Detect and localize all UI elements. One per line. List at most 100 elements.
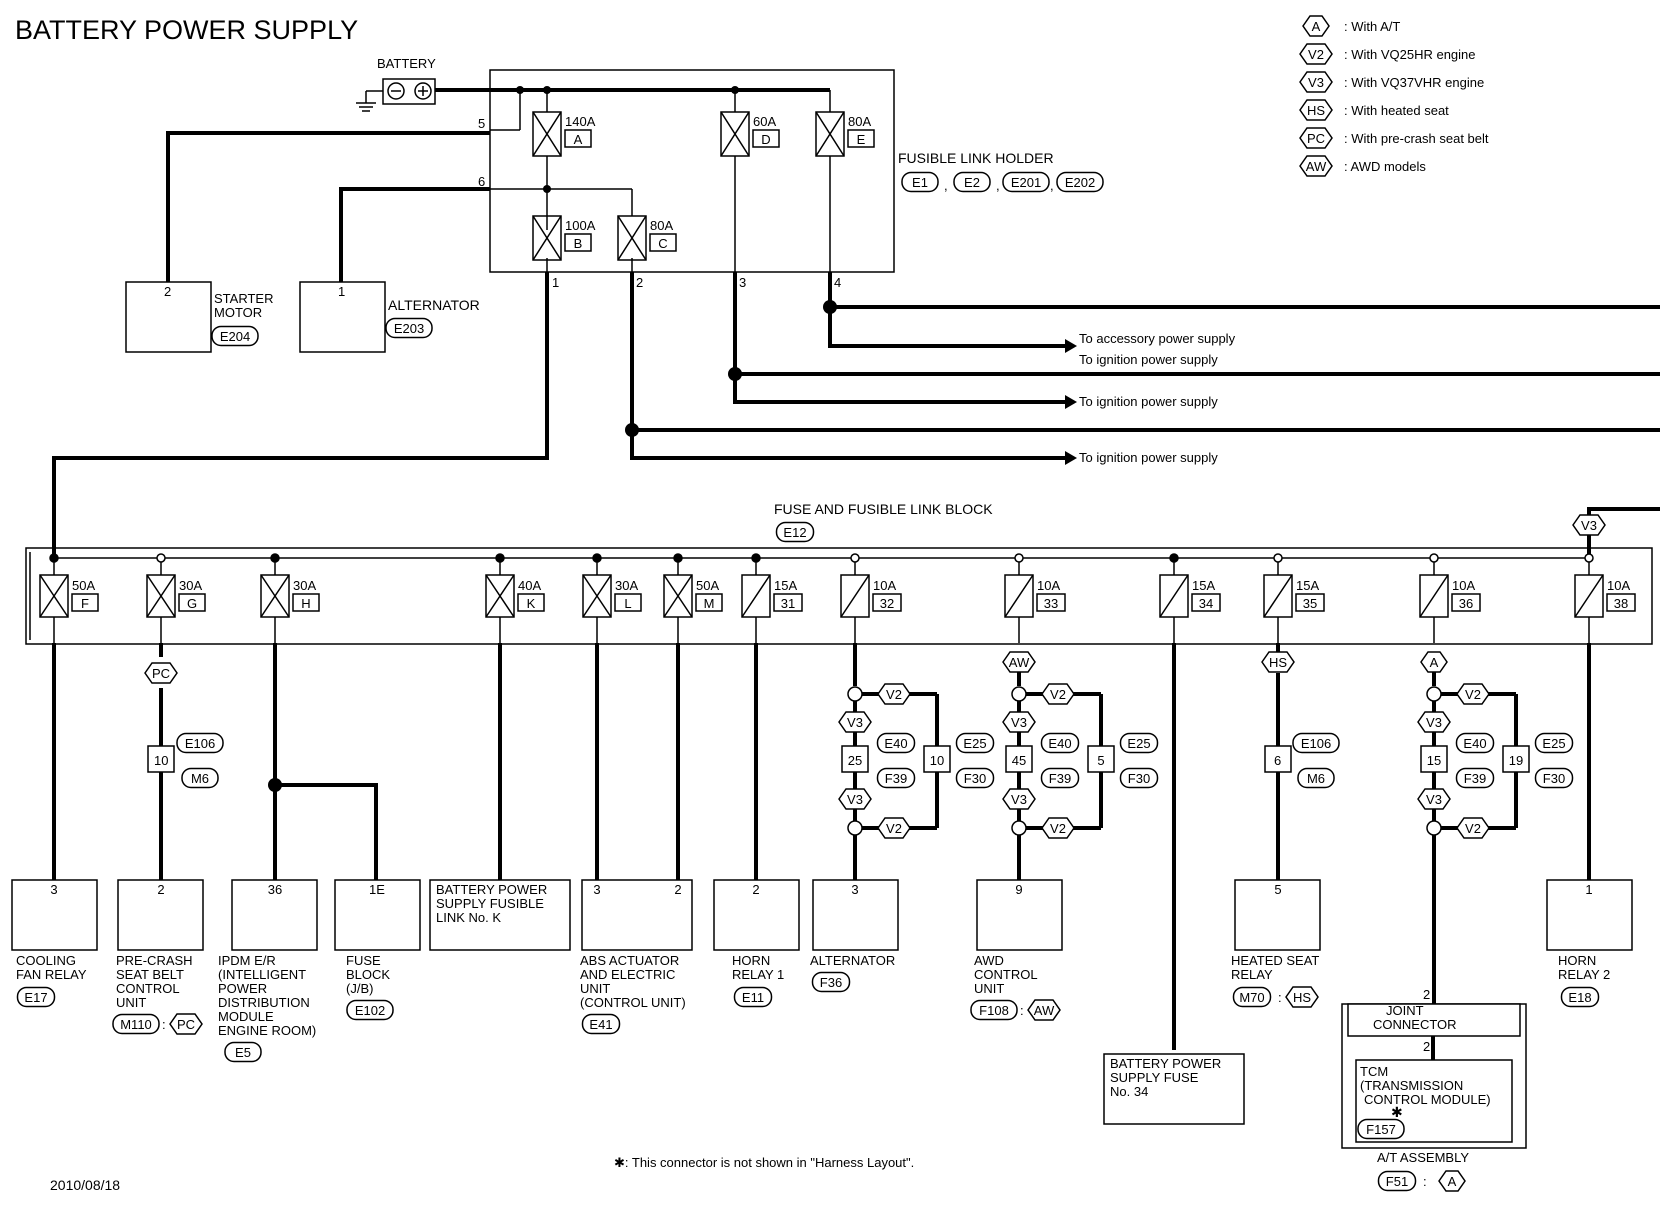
- fuse-block-jb-label-1: FUSE: [346, 953, 381, 968]
- starter-label-2: MOTOR: [214, 305, 262, 320]
- holder-fuse-c: [617, 215, 647, 261]
- legend-text-a: : With A/T: [1344, 19, 1400, 34]
- inline-connector-pc: 10: [147, 745, 175, 773]
- fuse-block-connector: E12: [775, 521, 815, 543]
- awd-label-2: CONTROL: [974, 967, 1038, 982]
- alternator-b-pin: 3: [851, 882, 858, 897]
- precrash-connector: M110: [112, 1013, 160, 1035]
- fusible-link-holder: FUSIBLE LINK HOLDER: [489, 69, 1054, 273]
- fuse-block-jb-label-2: BLOCK: [346, 967, 390, 982]
- starter-connector: E204: [211, 325, 259, 347]
- precrash-label-4: UNIT: [116, 995, 146, 1010]
- option-tag-label: V3: [847, 792, 863, 807]
- fuse-code: H: [301, 596, 310, 611]
- page-title: BATTERY POWER SUPPLY: [15, 15, 358, 45]
- branch-33-conn-e25: E25: [1119, 732, 1159, 754]
- ipdm-label-4: DISTRIBUTION: [218, 995, 310, 1010]
- batt-fuse-34-label-1: BATTERY POWER: [1110, 1056, 1221, 1071]
- heated-seat-label-2: RELAY: [1231, 967, 1273, 982]
- fuse-code: G: [187, 596, 197, 611]
- fuse-code: A: [574, 132, 583, 147]
- fuse-block-connector-tag: E12: [775, 521, 815, 543]
- branch-36-conn-e40: E40: [1455, 732, 1495, 754]
- branch-32-left-pin: 25: [848, 753, 862, 768]
- awd-tag: AW: [1027, 999, 1061, 1021]
- connector-tag-label: E201: [1011, 175, 1041, 190]
- fuse-amp: 50A: [696, 578, 719, 593]
- flh-pin-1: 1: [552, 275, 559, 290]
- option-tag-label: V3: [1308, 75, 1324, 90]
- fuse-amp: 40A: [518, 578, 541, 593]
- heated-seat-label-1: HEATED SEAT: [1231, 953, 1319, 968]
- abs-label-4: (CONTROL UNIT): [580, 995, 686, 1010]
- connector-tag-label: E25: [963, 736, 986, 751]
- fuse-amp: 15A: [1296, 578, 1319, 593]
- batt-fuse-34-label-3: No. 34: [1110, 1084, 1148, 1099]
- alternator-top-connector-tag: E203: [385, 317, 433, 339]
- holder-fuse-e: [815, 111, 845, 157]
- ipdm-label-3: POWER: [218, 981, 267, 996]
- connector-tag-label: E2: [964, 175, 980, 190]
- batt-fusible-k-label-3: LINK No. K: [436, 910, 501, 925]
- fuse-amp: 80A: [848, 114, 871, 129]
- flh-connector-sep: ,: [944, 178, 948, 193]
- connector-tag-label: E204: [220, 329, 250, 344]
- fusible-link-holder-connectors: E1,E2,E201,E202: [901, 171, 1104, 193]
- legend-tag-a: A: [1302, 15, 1330, 37]
- heated-seat-connector: M70: [1232, 986, 1272, 1008]
- at-tag-a: A: [1438, 1170, 1466, 1192]
- option-tag-label: V2: [1465, 687, 1481, 702]
- branch-36-conn-f39: F39: [1455, 767, 1495, 789]
- block-fuse-32: [840, 574, 870, 618]
- top-wiring: [52, 131, 1660, 562]
- fuse-amp: 10A: [873, 578, 896, 593]
- fuse-amp: 30A: [179, 578, 202, 593]
- block-fuse-33: [1004, 574, 1034, 618]
- precrash-label-1: PRE-CRASH: [116, 953, 193, 968]
- branch-33-right-pin: 5: [1097, 753, 1104, 768]
- option-tag-label: HS: [1269, 655, 1287, 670]
- fuse-amp: 140A: [565, 114, 596, 129]
- cooling-fan-connector: E17: [16, 986, 56, 1008]
- precrash-label-2: SEAT BELT: [116, 967, 184, 982]
- connector-tag-label: E25: [1542, 736, 1565, 751]
- fuse-code: E: [857, 132, 866, 147]
- connector-tag-label: E12: [783, 525, 806, 540]
- option-tag-label: A: [1448, 1174, 1457, 1189]
- legend-text-aw: : AWD models: [1344, 159, 1426, 174]
- fuse-code: L: [624, 596, 631, 611]
- connector-tag-label: E106: [1301, 736, 1331, 751]
- abs-connector: E41: [581, 1013, 621, 1035]
- option-tag-label: AW: [1034, 1003, 1055, 1018]
- branch-36-v3-bottom: V3: [1417, 788, 1451, 810]
- connector-tag-label: E17: [24, 990, 47, 1005]
- branch-36-right-pin: 19: [1509, 753, 1523, 768]
- flh-connector-e202: E202: [1056, 171, 1104, 193]
- branch-33-left-pin: 45: [1012, 753, 1026, 768]
- connector-tag-label: E1: [912, 175, 928, 190]
- option-tag-label: A: [1312, 19, 1321, 34]
- horn1-connector: E11: [733, 986, 773, 1008]
- battery: BATTERY: [356, 56, 436, 112]
- pc-inline-pin: 10: [154, 753, 168, 768]
- fuse-amp: 30A: [293, 578, 316, 593]
- alternator-b-connector: F36: [811, 971, 851, 993]
- fuse-amp: 15A: [774, 578, 797, 593]
- branch-32-conn-f30: F30: [955, 767, 995, 789]
- starter-pin: 2: [164, 284, 171, 299]
- branch-36-left-pin: 15: [1427, 753, 1441, 768]
- option-tag-label: V2: [1465, 821, 1481, 836]
- legend-tag-aw: AW: [1299, 155, 1333, 177]
